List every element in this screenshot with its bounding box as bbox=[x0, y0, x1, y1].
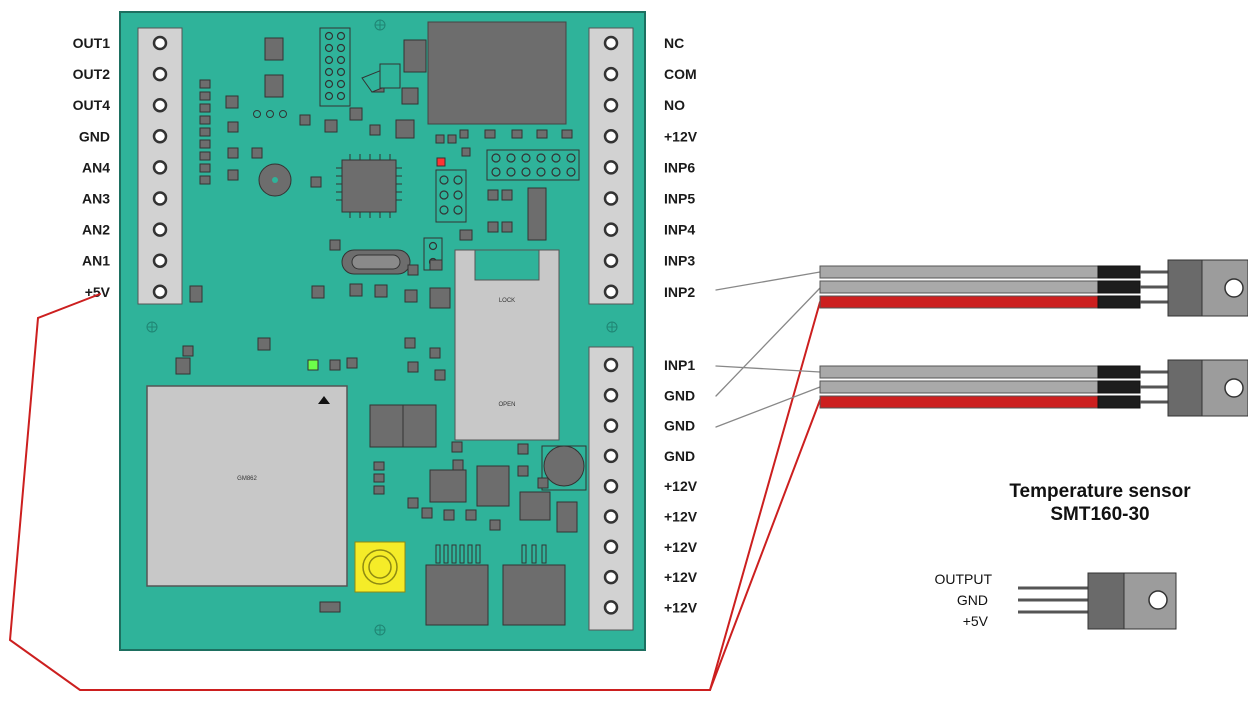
sensor-cable-2 bbox=[819, 359, 1248, 417]
status-led-red bbox=[436, 157, 446, 167]
right-bottom-terminal-7 bbox=[603, 539, 619, 555]
terminal-label-inp2: INP2 bbox=[664, 284, 695, 300]
right-top-terminal-3 bbox=[603, 97, 619, 113]
right-top-terminal-5 bbox=[603, 160, 619, 175]
sensor-component-icon bbox=[1018, 572, 1177, 630]
right-bottom-terminal-1 bbox=[603, 357, 619, 373]
terminal-label-gnd: GND bbox=[79, 128, 110, 144]
left-terminal-7 bbox=[152, 222, 168, 237]
left-terminal-8 bbox=[152, 253, 168, 268]
wire-gnd-2 bbox=[715, 386, 821, 428]
terminal-label-an3: AN3 bbox=[82, 191, 110, 207]
right-bottom-terminal-6 bbox=[603, 509, 619, 524]
terminal-label-plus12v: +12V bbox=[664, 128, 698, 144]
sensor-cable-1 bbox=[819, 259, 1248, 317]
terminal-label-an2: AN2 bbox=[82, 222, 110, 238]
sensor-title: Temperature sensor bbox=[1009, 481, 1191, 502]
pin-label-gnd: GND bbox=[957, 592, 988, 608]
terminal-label-inp1: INP1 bbox=[664, 357, 695, 373]
terminal-label-plus12v: +12V bbox=[664, 478, 698, 494]
right-top-terminal-1 bbox=[603, 35, 619, 51]
terminal-label-nc: NC bbox=[664, 35, 684, 51]
left-terminal-4 bbox=[152, 129, 168, 144]
terminal-label-plus5v: +5V bbox=[85, 284, 111, 300]
sim-holder: LOCK OPEN bbox=[454, 249, 560, 441]
pin-label-output: OUTPUT bbox=[934, 571, 992, 587]
terminal-label-out4: OUT4 bbox=[73, 97, 111, 113]
pin-label-5v: +5V bbox=[963, 613, 989, 629]
terminal-label-inp6: INP6 bbox=[664, 159, 695, 175]
status-led-green bbox=[307, 359, 319, 371]
terminal-label-an1: AN1 bbox=[82, 253, 110, 269]
right-top-terminal-4 bbox=[603, 129, 619, 144]
terminal-label-gnd: GND bbox=[664, 387, 695, 403]
right-bottom-terminal-5 bbox=[603, 478, 619, 494]
terminal-label-plus12v: +12V bbox=[664, 569, 698, 585]
right-top-terminal-7 bbox=[603, 222, 619, 237]
terminal-label-plus12v: +12V bbox=[664, 539, 698, 555]
wire-inp1 bbox=[715, 365, 821, 373]
terminal-label-gnd: GND bbox=[664, 418, 695, 434]
right-bottom-terminal-4 bbox=[603, 448, 619, 464]
right-top-terminal-2 bbox=[603, 66, 619, 82]
sensor-legend: Temperature sensor SMT160-30 OUTPUT GND … bbox=[934, 481, 1191, 630]
right-top-terminal-9 bbox=[603, 284, 619, 300]
right-top-terminal-6 bbox=[603, 191, 619, 206]
right-bottom-terminal-9 bbox=[603, 600, 619, 615]
sensor-model: SMT160-30 bbox=[1050, 504, 1149, 525]
terminal-label-inp4: INP4 bbox=[664, 222, 695, 238]
relay bbox=[427, 21, 567, 125]
terminal-label-inp3: INP3 bbox=[664, 253, 695, 269]
right-bottom-terminal-2 bbox=[603, 388, 619, 403]
svg-text:GM862: GM862 bbox=[237, 476, 257, 482]
right-bottom-terminal-8 bbox=[603, 569, 619, 585]
push-button bbox=[354, 541, 406, 593]
terminal-label-an4: AN4 bbox=[82, 159, 110, 175]
wiring bbox=[8, 271, 821, 691]
left-terminal-9 bbox=[152, 284, 168, 300]
terminal-label-inp5: INP5 bbox=[664, 191, 695, 207]
terminal-label-com: COM bbox=[664, 66, 697, 82]
wire-plus5v bbox=[8, 293, 821, 691]
sim-open-label: OPEN bbox=[498, 402, 515, 408]
terminal-label-out2: OUT2 bbox=[73, 66, 111, 82]
gsm-module bbox=[146, 385, 348, 587]
terminal-label-out1: OUT1 bbox=[73, 35, 111, 51]
left-terminal-6 bbox=[152, 191, 168, 206]
wire-gnd-1 bbox=[715, 287, 821, 397]
right-top-terminal-8 bbox=[603, 253, 619, 268]
terminal-label-no: NO bbox=[664, 97, 685, 113]
sim-lock-label: LOCK bbox=[499, 298, 515, 304]
left-terminal-1 bbox=[152, 35, 168, 51]
left-terminal-5 bbox=[152, 160, 168, 175]
terminal-label-gnd: GND bbox=[664, 448, 695, 464]
left-terminal-3 bbox=[152, 97, 168, 113]
wire-inp2 bbox=[715, 271, 821, 291]
left-terminal-2 bbox=[152, 66, 168, 82]
terminal-label-plus12v: +12V bbox=[664, 509, 698, 525]
terminal-label-plus12v: +12V bbox=[664, 599, 698, 615]
microcontroller bbox=[341, 159, 397, 213]
pcb-board: GM862 bbox=[119, 11, 646, 651]
right-bottom-terminal-3 bbox=[603, 418, 619, 433]
